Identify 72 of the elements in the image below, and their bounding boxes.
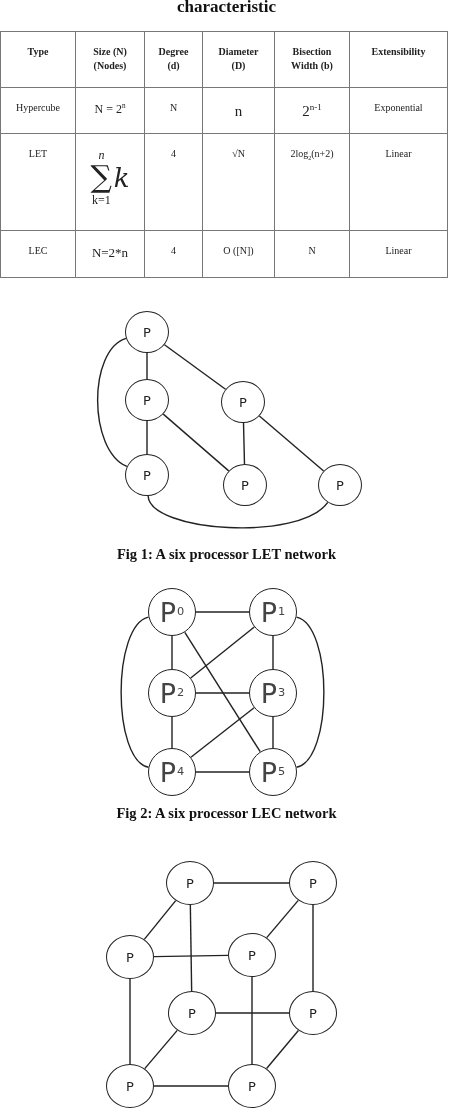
processor-node: P	[125, 311, 169, 353]
connection-line	[162, 413, 230, 472]
connection-line	[153, 954, 229, 958]
table-cell: N=2*n	[75, 230, 145, 278]
processor-node: P	[125, 454, 169, 496]
connection-line	[143, 899, 177, 941]
connection-line	[312, 904, 314, 992]
table-title: characteristic	[176, 0, 277, 16]
connection-line	[147, 495, 329, 529]
processor-node: P	[228, 933, 276, 977]
table-cell: Hypercube	[0, 87, 76, 134]
table-cell: N	[274, 230, 350, 278]
connection-line	[195, 692, 250, 694]
connection-line	[171, 716, 173, 749]
connection-line	[190, 626, 255, 679]
table-cell: 2log$_{2}$(n+2)	[274, 133, 350, 231]
table-cell: LEC	[0, 230, 76, 278]
processor-node: P	[106, 1064, 154, 1108]
connection-line	[153, 1085, 229, 1087]
table-cell: 4	[144, 133, 203, 231]
column-header: Bisection Width (b)	[274, 31, 350, 88]
processor-node: P	[221, 381, 265, 423]
processor-node: P	[106, 935, 154, 979]
connection-line	[184, 631, 261, 753]
connection-line	[265, 1029, 300, 1070]
processor-node: P	[223, 464, 267, 506]
connection-line	[96, 337, 128, 468]
connection-line	[242, 422, 246, 465]
connection-line	[213, 882, 290, 884]
connection-line	[190, 707, 255, 758]
connection-line	[295, 616, 325, 768]
processor-node: P	[318, 464, 362, 506]
connection-line	[120, 616, 150, 768]
connection-line	[146, 420, 148, 455]
connection-line	[272, 716, 274, 749]
processor-node: P	[168, 991, 216, 1035]
table-cell: N	[144, 87, 203, 134]
table-cell: 2$^{n-1}$	[274, 87, 350, 134]
figure-caption: Fig 1: A six processor LET network	[116, 546, 337, 562]
connection-line	[272, 635, 274, 670]
column-header: Extensibility	[349, 31, 448, 88]
column-header: Type	[0, 31, 76, 88]
column-header: Degree (d)	[144, 31, 203, 88]
table-cell: N = 2$^{n}$	[75, 87, 145, 134]
table-cell: O ([N])	[202, 230, 275, 278]
connection-line	[189, 904, 193, 992]
connection-line	[163, 344, 227, 390]
connection-line	[266, 899, 299, 939]
processor-node: P	[228, 1064, 276, 1108]
processor-node: P	[166, 861, 214, 905]
connection-line	[195, 611, 250, 613]
table-cell: Exponential	[349, 87, 448, 134]
table-cell: √N	[202, 133, 275, 231]
connection-line	[258, 415, 325, 472]
table-cell: 4	[144, 230, 203, 278]
column-header: Size (N) (Nodes)	[75, 31, 145, 88]
table-cell: n	[202, 87, 275, 134]
connection-line	[215, 1012, 290, 1014]
processor-node: P	[289, 991, 337, 1035]
table-cell: LET	[0, 133, 76, 231]
processor-node: P	[289, 861, 337, 905]
figure-caption: Fig 2: A six processor LEC network	[116, 805, 337, 821]
connection-line	[171, 635, 173, 670]
connection-line	[129, 978, 131, 1065]
connection-line	[195, 771, 250, 773]
column-header: Diameter (D)	[202, 31, 275, 88]
processor-node: P	[125, 379, 169, 421]
table-cell: Linear	[349, 230, 448, 278]
connection-line	[144, 1029, 178, 1070]
connection-line	[251, 976, 253, 1065]
table-cell: Linear	[349, 133, 448, 231]
connection-line	[146, 352, 148, 380]
